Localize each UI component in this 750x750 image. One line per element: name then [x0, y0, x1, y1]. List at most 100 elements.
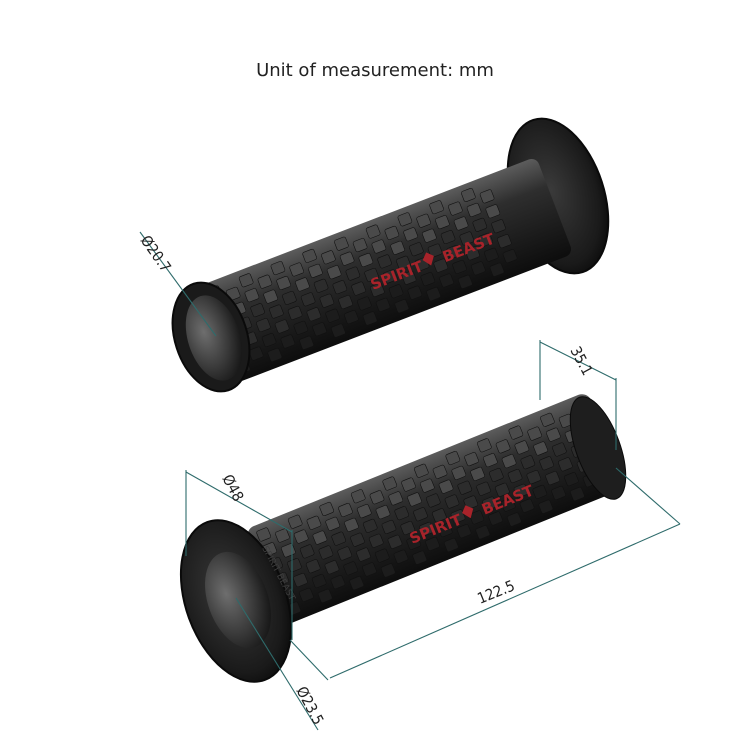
grip-stud	[533, 441, 548, 456]
grip-stud	[538, 499, 554, 514]
grip-stud	[429, 200, 444, 215]
grip-stud	[299, 335, 314, 350]
grip-stud	[261, 333, 277, 348]
grip-stud	[365, 224, 381, 239]
grip-stud	[325, 516, 341, 531]
grip-stud	[350, 489, 366, 504]
grip-stud	[419, 478, 435, 493]
grip-stud	[384, 225, 400, 240]
grip-stud	[552, 442, 567, 457]
grip-stud	[287, 514, 303, 529]
grip-stud	[390, 240, 405, 255]
grip-stud	[425, 536, 440, 551]
grip-stud	[244, 288, 260, 303]
grip-stud	[312, 322, 327, 337]
grip-stud	[331, 531, 347, 546]
grip-stud	[324, 560, 340, 575]
grip-stud	[485, 204, 501, 219]
grip-stud	[394, 506, 410, 521]
grip-stud	[287, 305, 303, 320]
grip-stud	[477, 438, 492, 453]
grip-stud	[570, 486, 585, 502]
grip-stud	[295, 277, 310, 292]
grip-stud	[362, 562, 377, 577]
grip-stud	[403, 227, 418, 242]
grip-stud	[465, 246, 480, 261]
grip-stud	[377, 254, 392, 269]
grip-stud	[282, 290, 297, 305]
grip-stud	[311, 574, 327, 589]
grip-stud	[427, 243, 443, 258]
grip-stud	[519, 498, 535, 513]
grip-stud	[431, 508, 447, 523]
grip-stud	[383, 269, 398, 284]
grip-stud	[466, 202, 482, 217]
grip-stud	[407, 492, 422, 507]
grip-stud	[362, 518, 378, 533]
grip-stud	[382, 476, 398, 491]
unit-caption: Unit of measurement: mm	[256, 60, 494, 81]
grip-stud	[375, 505, 391, 520]
grip-stud	[394, 299, 410, 314]
grip-stud	[263, 289, 278, 304]
grip-stud	[280, 334, 296, 349]
dim-inner-diameter: Ø20.7	[137, 232, 175, 276]
grip-stud	[270, 261, 286, 276]
grip-stud	[248, 346, 264, 361]
grip-stud	[476, 481, 491, 496]
grip-stud	[393, 549, 409, 564]
grip-stud	[370, 282, 385, 297]
grip-stud	[374, 548, 390, 563]
grip-stud	[344, 517, 359, 532]
grip-stud	[331, 323, 346, 338]
grip-stud	[337, 546, 353, 561]
beast-logo-icon	[462, 505, 474, 519]
grip-stud	[420, 272, 436, 287]
grip-stud	[452, 259, 467, 274]
grip-stud	[299, 544, 315, 559]
grip-stud	[488, 511, 503, 526]
grip-stud	[495, 439, 511, 454]
grip-stud	[371, 239, 387, 254]
grip-stud	[463, 495, 479, 510]
grip-stud	[401, 270, 417, 285]
grip-stud	[491, 219, 506, 234]
grip-stud	[470, 466, 485, 481]
grip-stud	[300, 292, 316, 307]
grip-stud	[551, 485, 566, 500]
grip-stud	[375, 297, 391, 312]
grip-stud	[475, 525, 491, 540]
grip-stud	[349, 576, 365, 591]
grip-stud	[318, 545, 334, 560]
grip-stud	[364, 267, 379, 282]
grip-stud	[325, 308, 340, 323]
grip-stud	[545, 471, 560, 486]
grip-stud	[539, 456, 554, 471]
grip-stud	[358, 253, 374, 268]
grip-stud	[256, 318, 271, 333]
grip-stud	[445, 450, 461, 466]
top-grip-body: SPIRIT BEAST	[197, 158, 572, 383]
grip-stud	[274, 319, 290, 334]
grip-stud	[435, 215, 450, 230]
grip-stud	[387, 534, 403, 549]
grip-stud	[540, 412, 555, 427]
grip-stud	[532, 484, 548, 499]
grip-stud	[343, 561, 359, 576]
grip-stud	[312, 530, 328, 545]
grip-stud	[306, 515, 322, 530]
grip-stud	[514, 440, 530, 455]
grip-stud	[319, 501, 335, 517]
grip-stud	[457, 274, 473, 289]
grip-stud	[269, 304, 284, 319]
dim-flange-diameter: Ø48	[218, 471, 247, 504]
grip-stud	[489, 467, 504, 483]
grip-stud	[451, 465, 467, 480]
grip-stud	[313, 278, 329, 293]
grip-stud	[558, 457, 573, 472]
grip-stud	[459, 231, 475, 246]
dimension-lines	[139, 231, 681, 731]
grip-stud	[426, 287, 441, 302]
grip-stud	[409, 242, 424, 257]
